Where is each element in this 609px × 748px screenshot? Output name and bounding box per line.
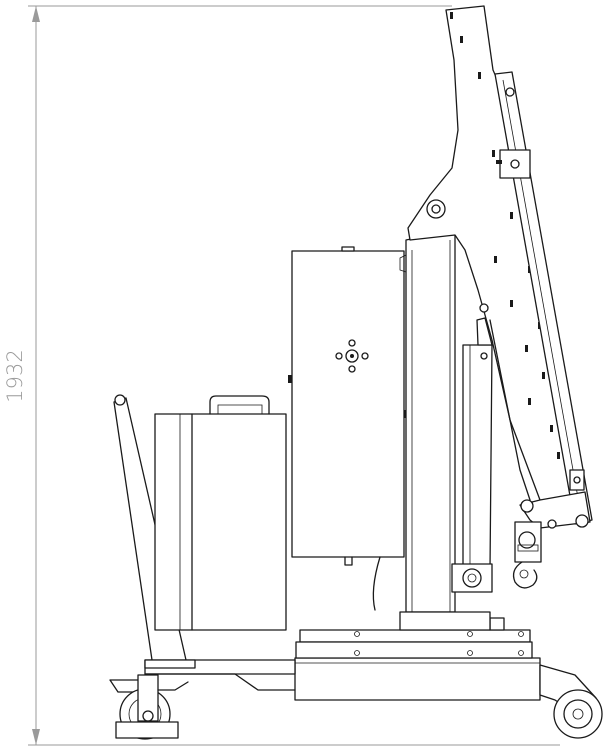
battery-box [154,395,287,631]
front-wheel [539,664,603,739]
height-dimension: 1932 [3,5,560,746]
rear-caster [115,674,189,740]
height-dimension-label: 1932 [3,349,27,402]
hydraulic-cylinder [451,317,531,593]
hook-icon [512,561,538,589]
cabinet-lock-icon [335,339,369,373]
mast-column [399,229,491,631]
hook-assembly [512,491,591,589]
control-cabinet [288,246,408,611]
telescopic-extension [494,71,593,525]
